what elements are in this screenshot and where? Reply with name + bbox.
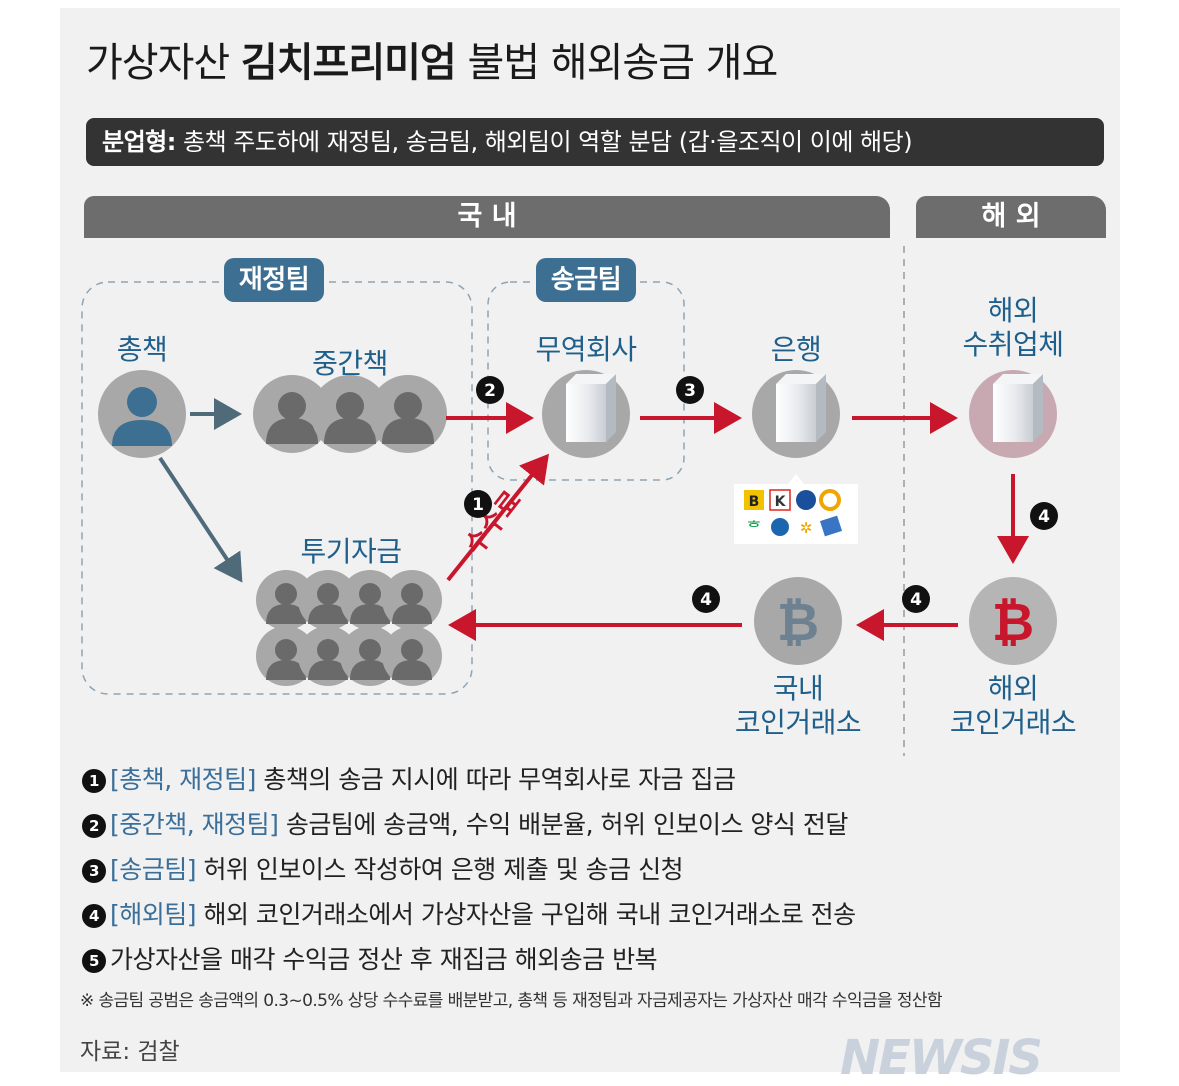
badge-step-4-left: 4 bbox=[692, 585, 720, 613]
trading-company-building-icon bbox=[542, 370, 630, 458]
label-middle: 중간책 bbox=[312, 347, 388, 380]
label-bank: 은행 bbox=[770, 333, 822, 366]
svg-text:3: 3 bbox=[684, 381, 696, 401]
legend-item-3: 3[송금팀] 허위 인보이스 작성하여 은행 제출 및 송금 신청 bbox=[82, 850, 684, 886]
tag-finance-team: 재정팀 bbox=[224, 258, 324, 302]
watermark-logo: NEWSIS bbox=[840, 1030, 1043, 1086]
bank-logos-bubble: B K ᄒ ✲ bbox=[734, 474, 858, 544]
tag-remit-team: 송금팀 bbox=[536, 258, 636, 302]
label-investors: 투기자금 bbox=[300, 535, 402, 568]
svg-text:₿: ₿ bbox=[992, 593, 1034, 653]
legend-item-1: 1[총책, 재정팀] 총책의 송금 지시에 따라 무역회사로 자금 집금 bbox=[82, 760, 736, 796]
investor-persons-icon bbox=[256, 570, 442, 686]
svg-text:4: 4 bbox=[1038, 507, 1050, 527]
svg-text:K: K bbox=[775, 494, 787, 510]
bank-building-icon bbox=[752, 370, 840, 458]
svg-text:1: 1 bbox=[472, 495, 484, 515]
badge-step-2: 2 bbox=[476, 376, 504, 404]
overseas-receiver-building-icon bbox=[969, 370, 1057, 458]
page-title: 가상자산 김치프리미엄 불법 해외송금 개요 bbox=[86, 40, 778, 86]
label-boss: 총책 bbox=[116, 333, 168, 366]
badge-step-4-right: 4 bbox=[902, 585, 930, 613]
overseas-exchange-bitcoin-icon: ₿ bbox=[969, 577, 1057, 665]
legend-item-2: 2[중간책, 재정팀] 송금팀에 송금액, 수익 배분율, 허위 인보이스 양식… bbox=[82, 805, 848, 841]
svg-text:₿: ₿ bbox=[777, 593, 819, 653]
arrow-boss-to-investors bbox=[158, 456, 243, 583]
middle-persons-icon bbox=[253, 375, 447, 453]
legend-item-4: 4[해외팀] 해외 코인거래소에서 가상자산을 구입해 국내 코인거래소로 전송 bbox=[82, 895, 856, 931]
region-overseas: 해 외 bbox=[916, 196, 1106, 238]
svg-text:✲: ✲ bbox=[800, 519, 813, 537]
svg-text:4: 4 bbox=[700, 590, 712, 610]
badge-step-1: 1 bbox=[464, 490, 492, 518]
svg-text:B: B bbox=[749, 494, 760, 510]
domestic-exchange-bitcoin-icon: ₿ bbox=[754, 577, 842, 665]
region-domestic: 국 내 bbox=[84, 196, 890, 238]
infographic-panel bbox=[60, 8, 1120, 1072]
svg-text:4: 4 bbox=[910, 590, 922, 610]
label-trading-company: 무역회사 bbox=[535, 333, 637, 366]
source-credit: 자료: 검찰 bbox=[80, 1039, 180, 1065]
svg-text:ᄒ: ᄒ bbox=[747, 518, 762, 537]
footnote: ※ 송금팀 공범은 송금액의 0.3~0.5% 상당 수수료를 배분받고, 총책… bbox=[80, 991, 943, 1011]
svg-text:2: 2 bbox=[484, 381, 496, 401]
subtitle-bar: 분업형: 총책 주도하에 재정팀, 송금팀, 해외팀이 역할 분담 (갑·을조직… bbox=[86, 118, 1104, 166]
badge-step-3: 3 bbox=[676, 376, 704, 404]
badge-step-4-down: 4 bbox=[1030, 502, 1058, 530]
boss-icon bbox=[98, 370, 186, 458]
arrow-step1 bbox=[446, 453, 549, 582]
